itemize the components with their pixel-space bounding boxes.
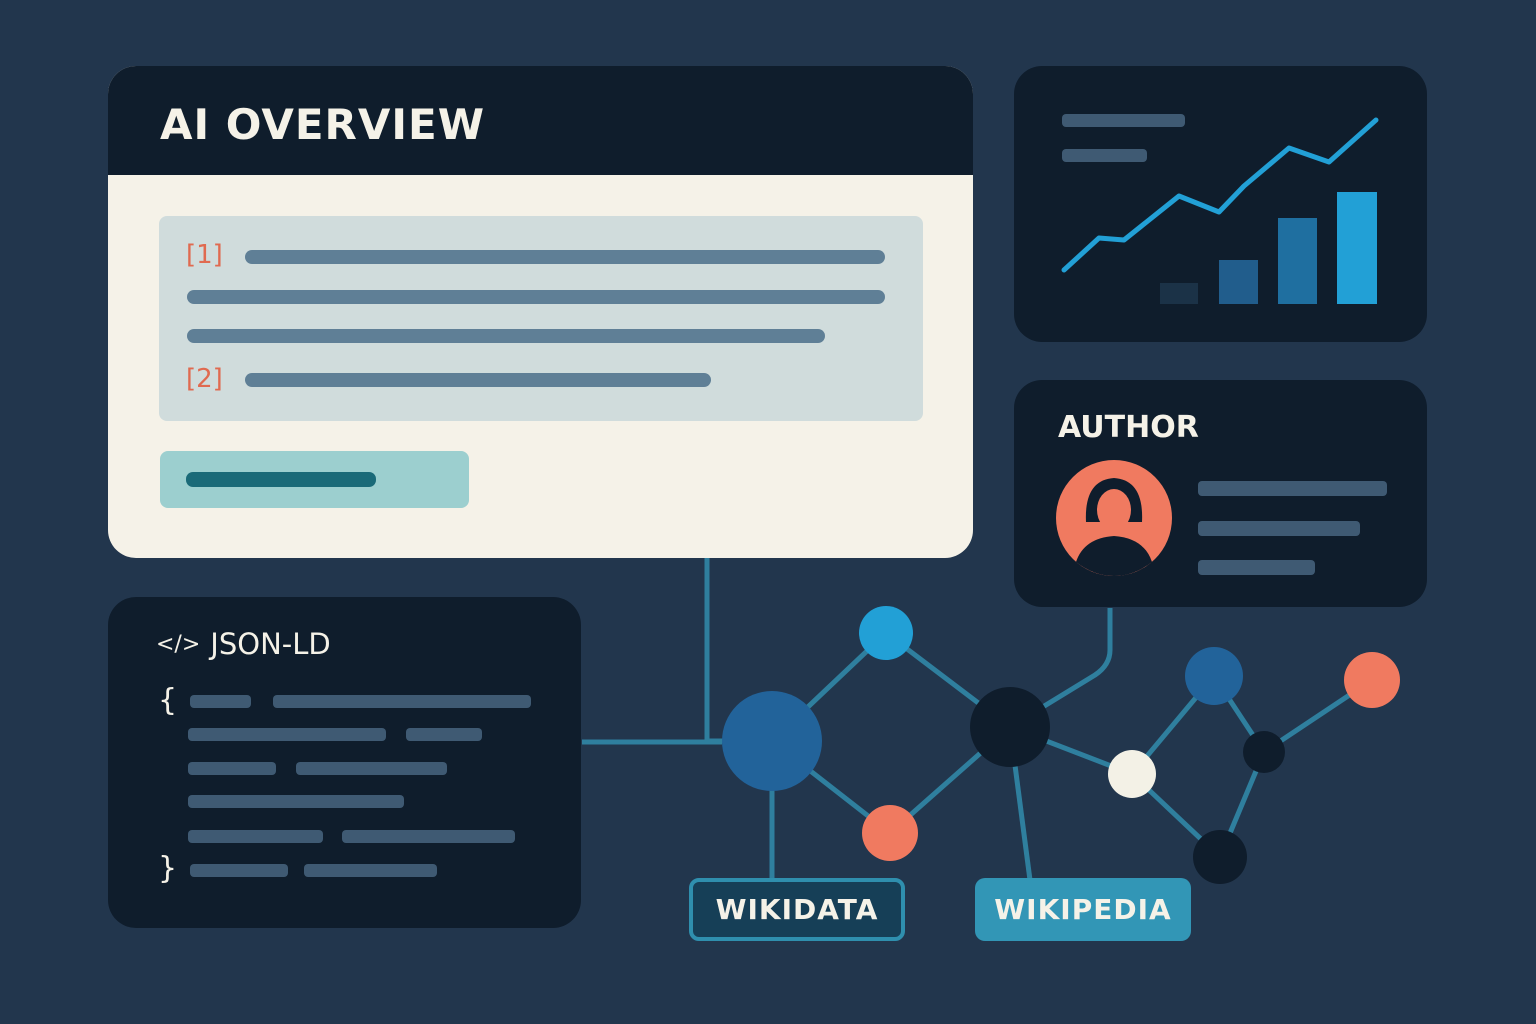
source-link-button[interactable]: [160, 451, 469, 508]
link-author-to-graph: [1008, 608, 1113, 730]
trend-chart: [1061, 117, 1379, 304]
node: [970, 687, 1050, 767]
node: [1185, 647, 1243, 705]
node: [1243, 731, 1285, 773]
text-placeholder-bar: [1062, 114, 1185, 127]
jsonld-title: JSON-LD: [210, 627, 331, 661]
node-main: [722, 691, 822, 791]
avatar: [1056, 460, 1172, 576]
graphic-element: [186, 472, 376, 487]
author-title: AUTHOR: [1058, 410, 1199, 445]
ai-overview-card: AI OVERVIEW [1] [2]: [108, 66, 973, 558]
page-title: AI OVERVIEW: [160, 100, 486, 149]
chart-bar: [1337, 192, 1377, 304]
summary-box: [1] [2]: [159, 216, 923, 421]
trend-line: [1061, 117, 1379, 273]
text-placeholder-bar: [190, 864, 288, 877]
chart-bar: [1278, 218, 1317, 304]
author-card: AUTHOR: [1014, 380, 1427, 607]
chart-card: [1014, 66, 1427, 342]
citation-1[interactable]: [1]: [186, 240, 223, 270]
text-placeholder-bar: [190, 695, 251, 708]
node: [1344, 652, 1400, 708]
open-brace: {: [158, 683, 178, 718]
text-placeholder-bar: [187, 329, 825, 343]
text-placeholder-bar: [1198, 521, 1360, 536]
close-brace: }: [158, 851, 178, 886]
text-placeholder-bar: [342, 830, 515, 843]
jsonld-header: </> JSON-LD: [156, 627, 331, 661]
text-placeholder-bar: [188, 762, 276, 775]
text-placeholder-bar: [1062, 149, 1147, 162]
text-placeholder-bar: [188, 795, 404, 808]
graphic-element: [1076, 536, 1152, 576]
text-placeholder-bar: [188, 830, 323, 843]
text-placeholder-bar: [1198, 481, 1387, 496]
text-placeholder-bar: [304, 864, 437, 877]
node: [859, 606, 913, 660]
chart-bar: [1160, 283, 1198, 304]
citation-2[interactable]: [2]: [186, 364, 223, 394]
text-placeholder-bar: [187, 290, 885, 304]
card-header: AI OVERVIEW: [108, 66, 973, 175]
text-placeholder-bar: [406, 728, 482, 741]
graphic-element: [1097, 489, 1131, 531]
wikipedia-tag[interactable]: WIKIPEDIA: [975, 878, 1191, 941]
node: [862, 805, 918, 861]
chart-bar: [1219, 260, 1258, 304]
text-placeholder-bar: [296, 762, 447, 775]
text-placeholder-bar: [245, 373, 711, 387]
text-placeholder-bar: [188, 728, 386, 741]
text-placeholder-bar: [1198, 560, 1315, 575]
wikidata-tag[interactable]: WIKIDATA: [689, 878, 905, 941]
jsonld-card: </> JSON-LD { }: [108, 597, 581, 928]
node: [1108, 750, 1156, 798]
code-icon: </>: [156, 631, 201, 657]
node: [1193, 830, 1247, 884]
text-placeholder-bar: [273, 695, 531, 708]
text-placeholder-bar: [245, 250, 885, 264]
